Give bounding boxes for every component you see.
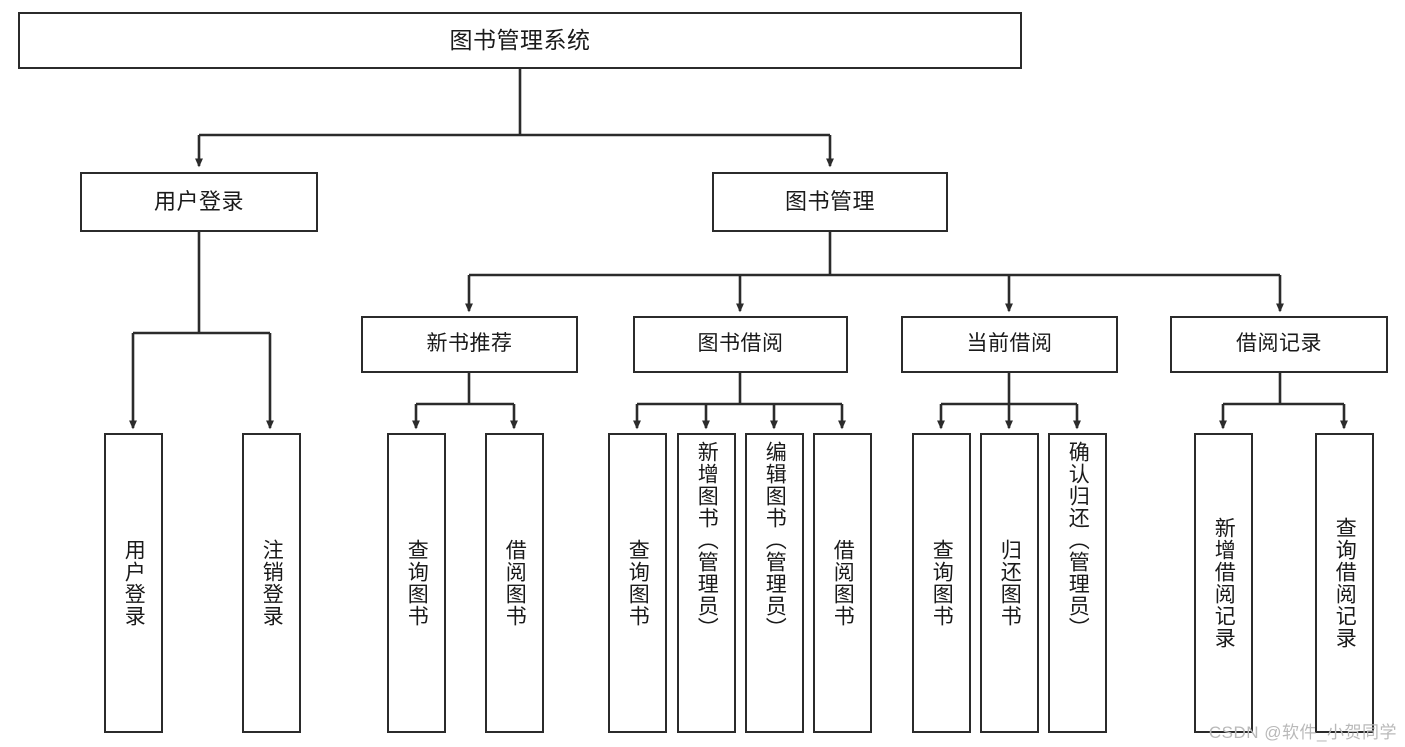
leaf-borrow-edit-book[interactable]: 编辑图书（管理员） <box>745 433 804 733</box>
leaf-label: 借阅图书 <box>503 539 527 627</box>
node-root-label: 图书管理系统 <box>449 27 591 54</box>
node-user-login-label: 用户登录 <box>153 189 244 215</box>
node-borrow-record[interactable]: 借阅记录 <box>1170 316 1388 373</box>
leaf-label: 确认归还（管理员） <box>1066 441 1090 639</box>
node-borrow-record-label: 借阅记录 <box>1236 332 1322 356</box>
leaf-current-return-book[interactable]: 归还图书 <box>980 433 1039 733</box>
leaf-label: 新增借阅记录 <box>1212 517 1236 649</box>
leaf-label: 用户登录 <box>122 539 146 627</box>
node-book-borrow-label: 图书借阅 <box>697 332 784 356</box>
node-book-management-label: 图书管理 <box>784 189 875 215</box>
leaf-current-confirm-return[interactable]: 确认归还（管理员） <box>1048 433 1107 733</box>
leaf-user-login-logout[interactable]: 注销登录 <box>242 433 301 733</box>
leaf-borrow-add-book[interactable]: 新增图书（管理员） <box>677 433 736 733</box>
node-current-borrow[interactable]: 当前借阅 <box>901 316 1118 373</box>
leaf-user-login-login[interactable]: 用户登录 <box>104 433 163 733</box>
leaf-borrow-query-book[interactable]: 查询图书 <box>608 433 667 733</box>
leaf-new-book-query[interactable]: 查询图书 <box>387 433 446 733</box>
leaf-label: 新增图书（管理员） <box>695 441 719 639</box>
node-root[interactable]: 图书管理系统 <box>18 12 1022 69</box>
leaf-label: 归还图书 <box>998 539 1022 627</box>
leaf-record-query[interactable]: 查询借阅记录 <box>1315 433 1374 733</box>
leaf-label: 借阅图书 <box>831 539 855 627</box>
leaf-label: 注销登录 <box>260 539 284 627</box>
leaf-label: 查询图书 <box>405 539 429 627</box>
node-book-management[interactable]: 图书管理 <box>712 172 948 232</box>
leaf-label: 查询借阅记录 <box>1333 517 1357 649</box>
watermark-text: CSDN @软件_小贺同学 <box>1208 723 1397 742</box>
node-book-borrow[interactable]: 图书借阅 <box>633 316 848 373</box>
leaf-label: 查询图书 <box>626 539 650 627</box>
leaf-label: 编辑图书（管理员） <box>763 441 787 639</box>
node-user-login[interactable]: 用户登录 <box>80 172 318 232</box>
leaf-current-query-book[interactable]: 查询图书 <box>912 433 971 733</box>
node-new-book-recommend-label: 新书推荐 <box>426 332 513 356</box>
leaf-borrow-borrow-book[interactable]: 借阅图书 <box>813 433 872 733</box>
leaf-new-book-borrow[interactable]: 借阅图书 <box>485 433 544 733</box>
node-current-borrow-label: 当前借阅 <box>966 332 1053 356</box>
leaf-record-add[interactable]: 新增借阅记录 <box>1194 433 1253 733</box>
leaf-label: 查询图书 <box>930 539 954 627</box>
node-new-book-recommend[interactable]: 新书推荐 <box>361 316 578 373</box>
